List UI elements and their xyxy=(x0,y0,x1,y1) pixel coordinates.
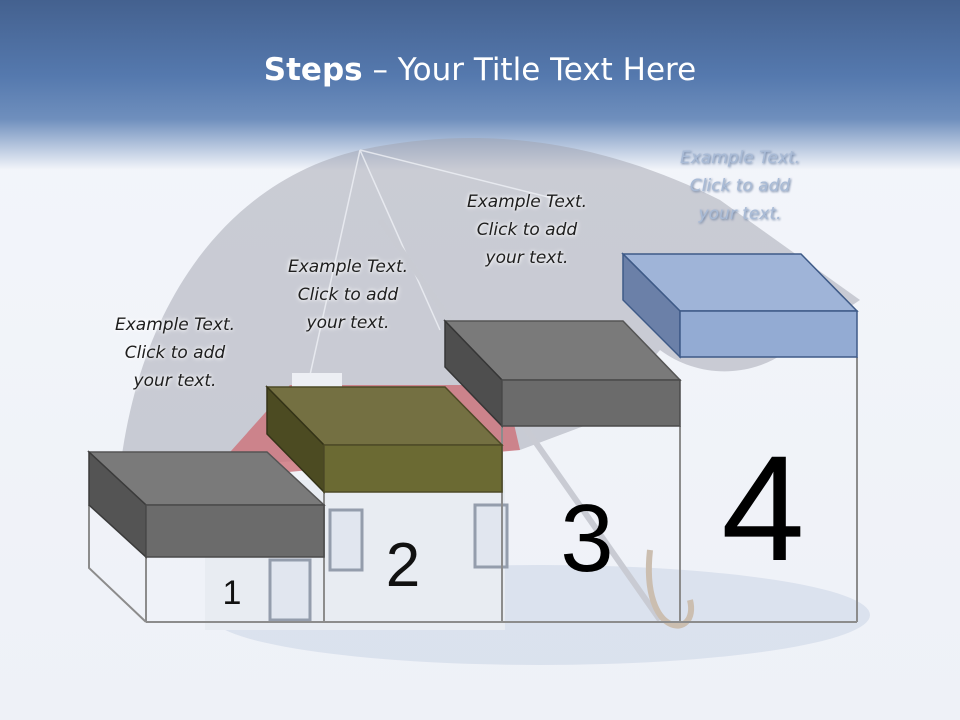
caption-line: Click to add xyxy=(124,343,226,363)
caption-line: your text. xyxy=(698,204,782,224)
caption-line: Click to add xyxy=(689,176,791,196)
title-bold: Steps xyxy=(263,52,363,88)
caption-line: Example Text. xyxy=(466,192,588,212)
caption-line: Example Text. xyxy=(287,257,409,277)
title-banner xyxy=(0,0,960,170)
step-number-1: 1 xyxy=(223,574,242,612)
step-number-2: 2 xyxy=(386,531,420,600)
step-block-1[interactable] xyxy=(87,450,326,559)
step-block-4[interactable] xyxy=(621,252,859,359)
step-block-2[interactable] xyxy=(265,385,504,494)
caption-line: Click to add xyxy=(297,285,399,305)
step-number-3: 3 xyxy=(560,485,613,592)
step-number-4: 4 xyxy=(721,424,804,592)
caption-line: your text. xyxy=(133,371,217,391)
caption-line: Example Text. xyxy=(679,148,801,168)
step-caption-1[interactable]: Example Text. Click to add your text. xyxy=(80,311,270,395)
step-caption-2[interactable]: Example Text. Click to add your text. xyxy=(253,253,443,337)
slide-title[interactable]: Steps – Your Title Text Here xyxy=(0,52,960,88)
title-rest: – Your Title Text Here xyxy=(362,52,697,88)
step-caption-4[interactable]: Example Text. Click to add your text. xyxy=(645,144,835,228)
caption-line: Click to add xyxy=(476,220,578,240)
caption-line: your text. xyxy=(485,248,569,268)
caption-line: Example Text. xyxy=(114,315,236,335)
step-frame xyxy=(88,357,858,623)
step-caption-3[interactable]: Example Text. Click to add your text. xyxy=(432,188,622,272)
caption-line: your text. xyxy=(306,313,390,333)
step-block-3[interactable] xyxy=(443,319,682,428)
